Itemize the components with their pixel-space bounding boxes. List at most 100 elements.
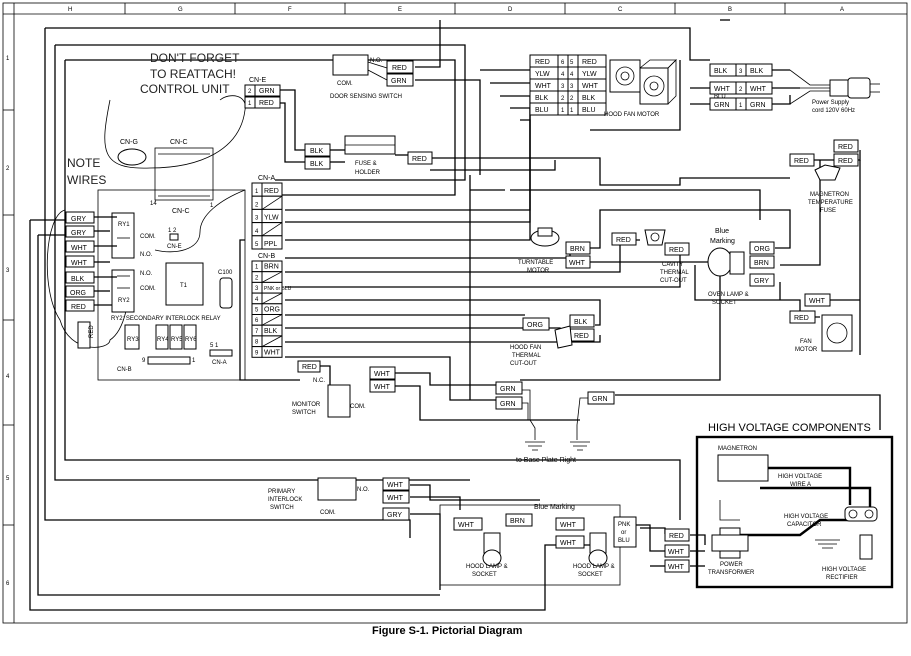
turntable-label-2: MOTOR — [527, 268, 550, 274]
note-pointer — [154, 189, 246, 253]
cn-c-ribbon — [154, 147, 214, 201]
cn-a-pin-4: 4 — [255, 229, 259, 235]
oven-lamp-blue-2: Marking — [710, 238, 735, 245]
cn-b-header — [147, 356, 191, 365]
cavity-wire-red-1: RED — [616, 237, 631, 244]
handwritten-notes: DON'T FORGET TO REATTACH! CONTROL UNIT N… — [46, 51, 246, 348]
oven-lamp: Blue Marking ORG BRN GRY OVEN LAMP & SOC… — [707, 228, 775, 306]
ry5-label: RY5 — [171, 337, 183, 343]
hv-capacitor-2: CAPACITOR — [787, 522, 822, 528]
oven-lamp-wire-gry: GRY — [754, 278, 769, 285]
cn-a-connector: CN-A — [258, 175, 275, 182]
cn-b-pin-5: 5 — [255, 308, 259, 314]
cu-wire-gry-1: GRY — [71, 216, 86, 223]
cn-a-wire-3: YLW — [264, 215, 279, 222]
ry4-label: RY4 — [157, 337, 169, 343]
hood-lamp-label-r1: HOOD LAMP & — [573, 564, 615, 570]
cn-b-wire-1: BRN — [264, 264, 279, 271]
ry2-com: COM. — [140, 286, 156, 292]
ps-l-grn: GRN — [714, 102, 730, 109]
hood-lamp-label-r2: SOCKET — [578, 572, 603, 578]
cn-a-board-label: CN-A — [212, 360, 227, 366]
control-board — [97, 189, 246, 381]
hood-lamp-l-wht: WHT — [458, 522, 475, 529]
note-dont-forget-3: CONTROL UNIT — [140, 82, 230, 96]
drawing-border: H G F E D C B A 1 2 3 4 5 6 — [2, 2, 908, 624]
mtf-label-1: MAGNETRON — [810, 192, 849, 198]
hood-lamp-r-wht-2: WHT — [560, 540, 577, 547]
cn-c-label-bottom: CN-C — [172, 208, 190, 215]
ry2-label: RY2 — [118, 298, 130, 304]
turntable-wire-brn: BRN — [570, 246, 585, 253]
hood-fan-r-blu: BLU — [582, 107, 596, 114]
mtf-label-2: TEMPERATURE — [808, 200, 853, 206]
cu-wire-org: ORG — [70, 290, 86, 297]
cn-a-pin-3: 3 — [255, 216, 259, 222]
ry2-relay — [111, 269, 135, 313]
turntable-wire-wht: WHT — [569, 260, 586, 267]
cn-a-wire-5: PPL — [264, 241, 277, 248]
hv-magnetron: MAGNETRON — [718, 446, 757, 452]
door-sensing-com: COM. — [337, 81, 353, 87]
ps-label-1: Power Supply — [812, 100, 849, 106]
hood-fan-n1-4: 4 — [561, 72, 565, 78]
hood-fan-n1-1: 1 — [561, 108, 565, 114]
hood-lamp-bulb-right — [588, 549, 608, 567]
hood-fan-n2-3: 3 — [570, 84, 574, 90]
primary-label-2: INTERLOCK — [268, 497, 302, 503]
c100-label: C100 — [218, 270, 233, 276]
cu-red-vertical: RED — [89, 325, 95, 338]
ps-r-blk: BLK — [750, 68, 764, 75]
border-number-4: 4 — [6, 374, 10, 380]
oven-lamp-label-1: OVEN LAMP & — [708, 292, 749, 298]
note-wires-1: NOTE — [67, 156, 100, 170]
cn-b-label: CN-B — [258, 253, 275, 260]
hv-rectifier-2: RECTIFIER — [826, 575, 858, 581]
cn-b-pin-1: 1 — [192, 358, 196, 364]
hood-lamp-label-l1: HOOD LAMP & — [466, 564, 508, 570]
ry6-relay — [183, 324, 197, 350]
hood-fan-n2-5b: 5 — [570, 60, 574, 66]
cn-b-wire-empty-4 — [261, 292, 283, 305]
note-dont-forget-2: TO REATTACH! — [150, 67, 236, 81]
ry3-label: RY3 — [127, 337, 139, 343]
ps-left-blu: BLU — [714, 94, 726, 100]
door-sensing-wire-red: RED — [392, 65, 407, 72]
hood-fan-l-blu: BLU — [535, 107, 549, 114]
cn-b-board-label: CN-B — [117, 367, 132, 373]
door-sensing-label: DOOR SENSING SWITCH — [330, 94, 402, 100]
primary-no: N.O. — [357, 487, 370, 493]
cn-b-wire-empty-8 — [261, 335, 283, 347]
fuse-wire-blk-1: BLK — [310, 148, 324, 155]
monitor-label-2: SWITCH — [292, 410, 316, 416]
fan-motor-label-2: MOTOR — [795, 347, 818, 353]
high-voltage-components: HIGH VOLTAGE COMPONENTS MAGNETRON HIGH V… — [695, 422, 894, 589]
ry6-label: RY6 — [185, 337, 197, 343]
hood-fan-n2-4: 4 — [570, 72, 574, 78]
cn-b-pin-6: 6 — [255, 318, 259, 324]
door-sensing-wire-grn: GRN — [391, 78, 407, 85]
cavity-thermal-cutout: RED RED CAVITY THERMAL CUT-OUT — [611, 229, 690, 284]
hood-fan-motor-icon — [609, 59, 677, 105]
hood-fan-n2-2: 2 — [570, 96, 574, 102]
hood-fan-r-wht: WHT — [582, 83, 599, 90]
monitor-wire-wht-1: WHT — [374, 371, 391, 378]
cn-a-wire-empty-4 — [261, 222, 283, 237]
hv-rectifier-body — [859, 534, 873, 560]
ry2-caption: RY2: SECONDARY INTERLOCK RELAY — [111, 316, 221, 322]
hv-pt-1: POWER — [720, 562, 743, 568]
fuse-wire-red: RED — [412, 156, 427, 163]
hfc-body — [554, 325, 573, 349]
hood-lamp-r-wht-1: WHT — [560, 522, 577, 529]
hv-ground-symbol — [815, 539, 840, 549]
base-wire-grn-2: GRN — [500, 401, 516, 408]
cn-b-wire-empty-6 — [261, 314, 283, 326]
base-wire-grn-1: GRN — [500, 386, 516, 393]
cn-e-pin-1: 1 — [248, 101, 252, 107]
cn-b-pin-9: 9 — [142, 358, 146, 364]
hood-lamp-pnk: PNK — [618, 522, 630, 528]
t1-label: T1 — [180, 283, 188, 289]
hood-lamps: Blue Marking WHT BRN HOOD LAMP & SOCKET … — [439, 504, 637, 586]
hv-wire-a-2: WIRE A — [790, 482, 811, 488]
